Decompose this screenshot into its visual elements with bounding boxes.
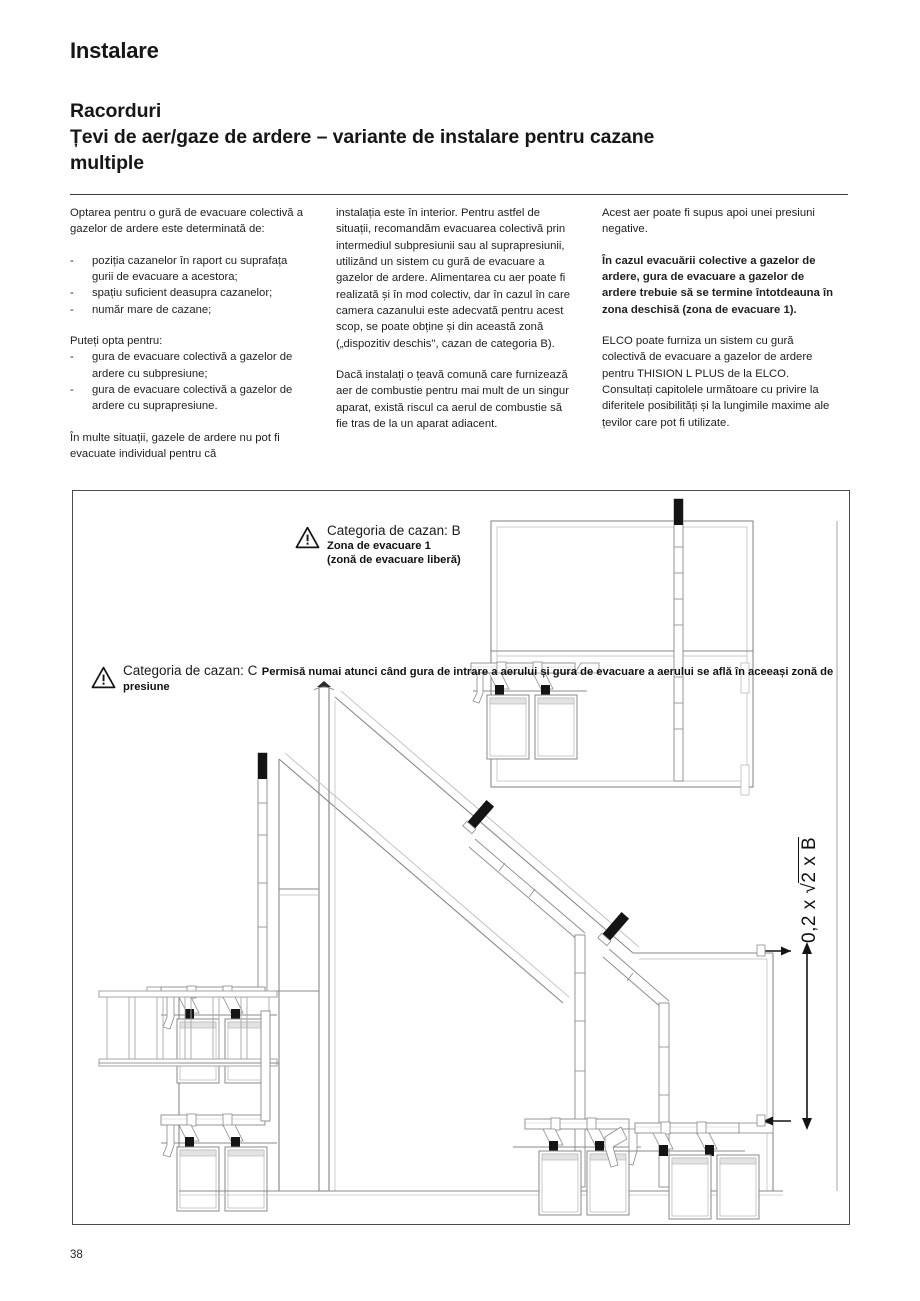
dimension-label-radicand: 2 x B <box>798 836 820 883</box>
header-divider <box>70 194 848 195</box>
callout-b-line-1: Zona de evacuare 1 <box>327 540 431 552</box>
body-column-3: Acest aer poate fi supus apoi unei presi… <box>602 205 836 446</box>
bullet-list-criteria: poziția cazanelor în raport cu suprafața… <box>70 253 304 319</box>
paragraph: Optarea pentru o gură de evacuare colect… <box>70 207 303 236</box>
paragraph: Puteți opta pentru: <box>70 335 163 348</box>
callout-b-text: Categoria de cazan: B Zona de evacuare 1… <box>327 523 461 568</box>
body-column-1: Optarea pentru o gură de evacuare colect… <box>70 205 304 477</box>
installation-diagram: Categoria de cazan: B Zona de evacuare 1… <box>72 490 850 1225</box>
list-item: gura de evacuare colectivă a gazelor de … <box>70 349 304 382</box>
body-column-2: instalația este în interior. Pentru astf… <box>336 205 570 447</box>
paragraph-emphasis: În cazul evacuării colective a gazelor d… <box>602 254 834 316</box>
list-item: număr mare de cazane; <box>70 302 304 319</box>
section-title-line-3: multiple <box>70 152 144 174</box>
paragraph: Dacă instalați o țeavă comună care furni… <box>336 369 569 431</box>
paragraph: În multe situații, gazele de ardere nu p… <box>70 431 280 461</box>
dimension-annotation <box>756 942 812 1130</box>
warning-triangle-icon <box>91 666 116 689</box>
section-title-line-2: Țevi de aer/gaze de ardere – variante de… <box>70 126 655 148</box>
warning-triangle-icon <box>295 526 320 549</box>
chapter-title: Instalare <box>70 38 159 63</box>
callout-category-b: Categoria de cazan: B Zona de evacuare 1… <box>295 523 461 568</box>
paragraph: Acest aer poate fi supus apoi unei presi… <box>602 207 815 236</box>
paragraph: instalația este în interior. Pentru astf… <box>336 207 570 350</box>
callout-b-line-2: (zonă de evacuare liberă) <box>327 554 461 567</box>
list-item: gura de evacuare colectivă a gazelor de … <box>70 382 304 415</box>
building-top-right <box>470 498 754 796</box>
callout-category-c: Categoria de cazan: C Permisă numai atun… <box>91 663 849 695</box>
building-main-left <box>98 681 570 1211</box>
building-centre-right <box>179 687 783 1219</box>
diagram-svg <box>98 498 838 1224</box>
page-number: 38 <box>70 1249 83 1261</box>
section-title: Racorduri Țevi de aer/gaze de ardere – v… <box>70 98 860 176</box>
callout-c-text: Categoria de cazan: C Permisă numai atun… <box>123 663 849 695</box>
dimension-label-prefix: 0,2 x <box>799 893 820 943</box>
callout-c-body: Permisă numai atunci când gura de intrar… <box>123 666 834 694</box>
callout-c-heading: Categoria de cazan: C <box>123 663 258 678</box>
paragraph: ELCO poate furniza un sistem cu gură col… <box>602 335 830 429</box>
bullet-list-options: gura de evacuare colectivă a gazelor de … <box>70 349 304 414</box>
radical-sign-icon: √ <box>799 882 820 894</box>
list-item: poziția cazanelor în raport cu suprafața… <box>70 253 304 286</box>
dimension-label: 0,2 x √2 x B <box>798 836 821 943</box>
list-item: spațiu suficient deasupra cazanelor; <box>70 285 304 302</box>
callout-b-heading: Categoria de cazan: B <box>327 523 461 538</box>
section-title-line-1: Racorduri <box>70 100 162 122</box>
